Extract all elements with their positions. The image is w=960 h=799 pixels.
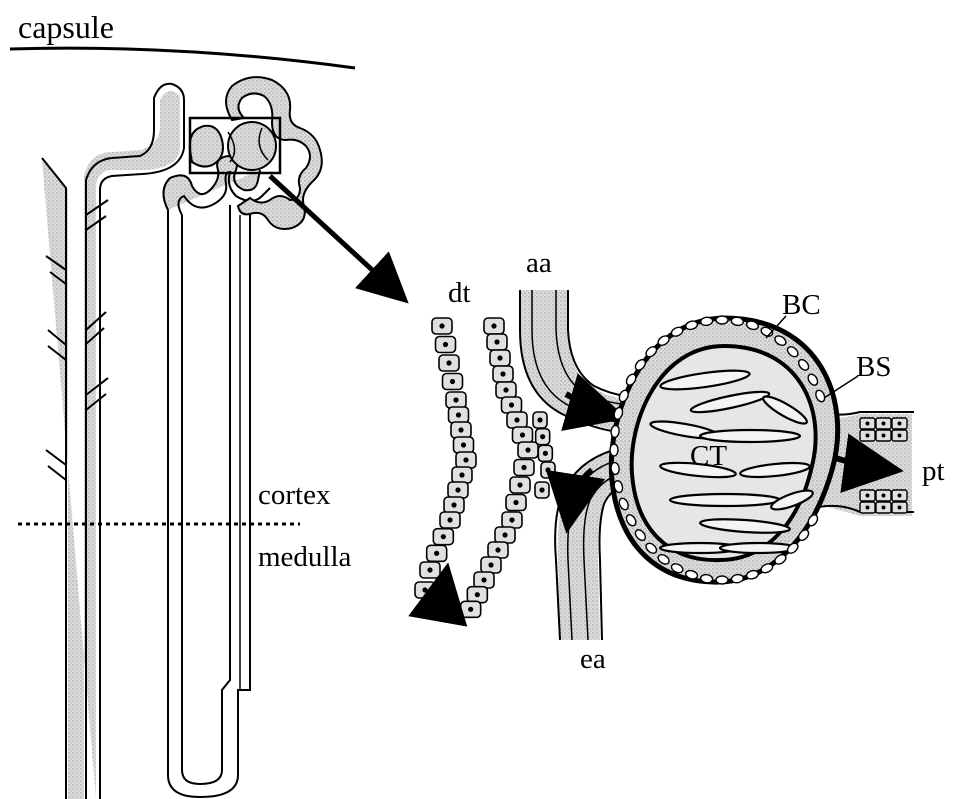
label-bs: BS <box>856 351 891 383</box>
cell-nucleus <box>463 457 468 462</box>
label-bc: BC <box>782 289 821 321</box>
cell-nucleus <box>517 482 522 487</box>
cell-nucleus <box>450 379 455 384</box>
label-capsule: capsule <box>18 9 114 45</box>
cell-nucleus <box>882 506 886 510</box>
cell-nucleus <box>502 532 507 537</box>
cell-nucleus <box>540 434 545 439</box>
cell-nucleus <box>537 417 542 422</box>
cell-nucleus <box>509 402 514 407</box>
cell-nucleus <box>488 562 493 567</box>
cell-nucleus <box>443 342 448 347</box>
cell-nucleus <box>439 323 444 328</box>
label-pt: pt <box>922 455 945 487</box>
cell-nucleus <box>545 467 550 472</box>
cell-nucleus <box>497 355 502 360</box>
cell-nucleus <box>866 434 870 438</box>
cell-nucleus <box>521 465 526 470</box>
cell-nucleus <box>898 422 902 426</box>
cell-nucleus <box>422 587 427 592</box>
capsule-cell <box>610 444 618 456</box>
cell-nucleus <box>494 339 499 344</box>
cell-nucleus <box>458 427 463 432</box>
label-dt: dt <box>448 277 471 309</box>
label-cortex: cortex <box>258 479 331 511</box>
cell-nucleus <box>882 494 886 498</box>
label-aa: aa <box>526 247 552 279</box>
cell-nucleus <box>447 517 452 522</box>
capsule-cell <box>716 316 728 324</box>
glomerulus-small <box>228 122 276 170</box>
cell-nucleus <box>514 417 519 422</box>
label-ea: ea <box>580 643 606 675</box>
cell-nucleus <box>427 567 432 572</box>
cell-nucleus <box>441 534 446 539</box>
label-medulla: medulla <box>258 541 352 573</box>
cell-nucleus <box>453 397 458 402</box>
cell-nucleus <box>503 387 508 392</box>
cell-nucleus <box>543 451 548 456</box>
cell-nucleus <box>866 506 870 510</box>
cell-nucleus <box>446 360 451 365</box>
cell-nucleus <box>866 494 870 498</box>
cell-nucleus <box>539 487 544 492</box>
dt-flow-arrow <box>438 586 444 620</box>
label-ct: CT <box>690 440 727 472</box>
cell-nucleus <box>455 487 460 492</box>
capillary-loop <box>720 543 796 553</box>
cell-nucleus <box>459 472 464 477</box>
capillary-loop <box>670 494 780 506</box>
cell-nucleus <box>882 422 886 426</box>
cell-nucleus <box>475 592 480 597</box>
cell-nucleus <box>500 371 505 376</box>
cell-nucleus <box>898 506 902 510</box>
cell-nucleus <box>434 551 439 556</box>
cell-nucleus <box>898 494 902 498</box>
cell-nucleus <box>481 577 486 582</box>
cell-nucleus <box>898 434 902 438</box>
cell-nucleus <box>866 422 870 426</box>
cell-nucleus <box>520 432 525 437</box>
cell-nucleus <box>495 547 500 552</box>
cell-nucleus <box>491 323 496 328</box>
cell-nucleus <box>468 607 473 612</box>
cell-nucleus <box>509 517 514 522</box>
cell-nucleus <box>451 502 456 507</box>
loop-of-henle <box>163 156 270 797</box>
cell-nucleus <box>456 412 461 417</box>
zoom-arrow <box>270 176 394 290</box>
cell-nucleus <box>882 434 886 438</box>
capsule-line <box>10 48 355 68</box>
capsule-cell <box>716 576 728 584</box>
cell-nucleus <box>525 447 530 452</box>
cell-nucleus <box>513 500 518 505</box>
cell-nucleus <box>461 442 466 447</box>
